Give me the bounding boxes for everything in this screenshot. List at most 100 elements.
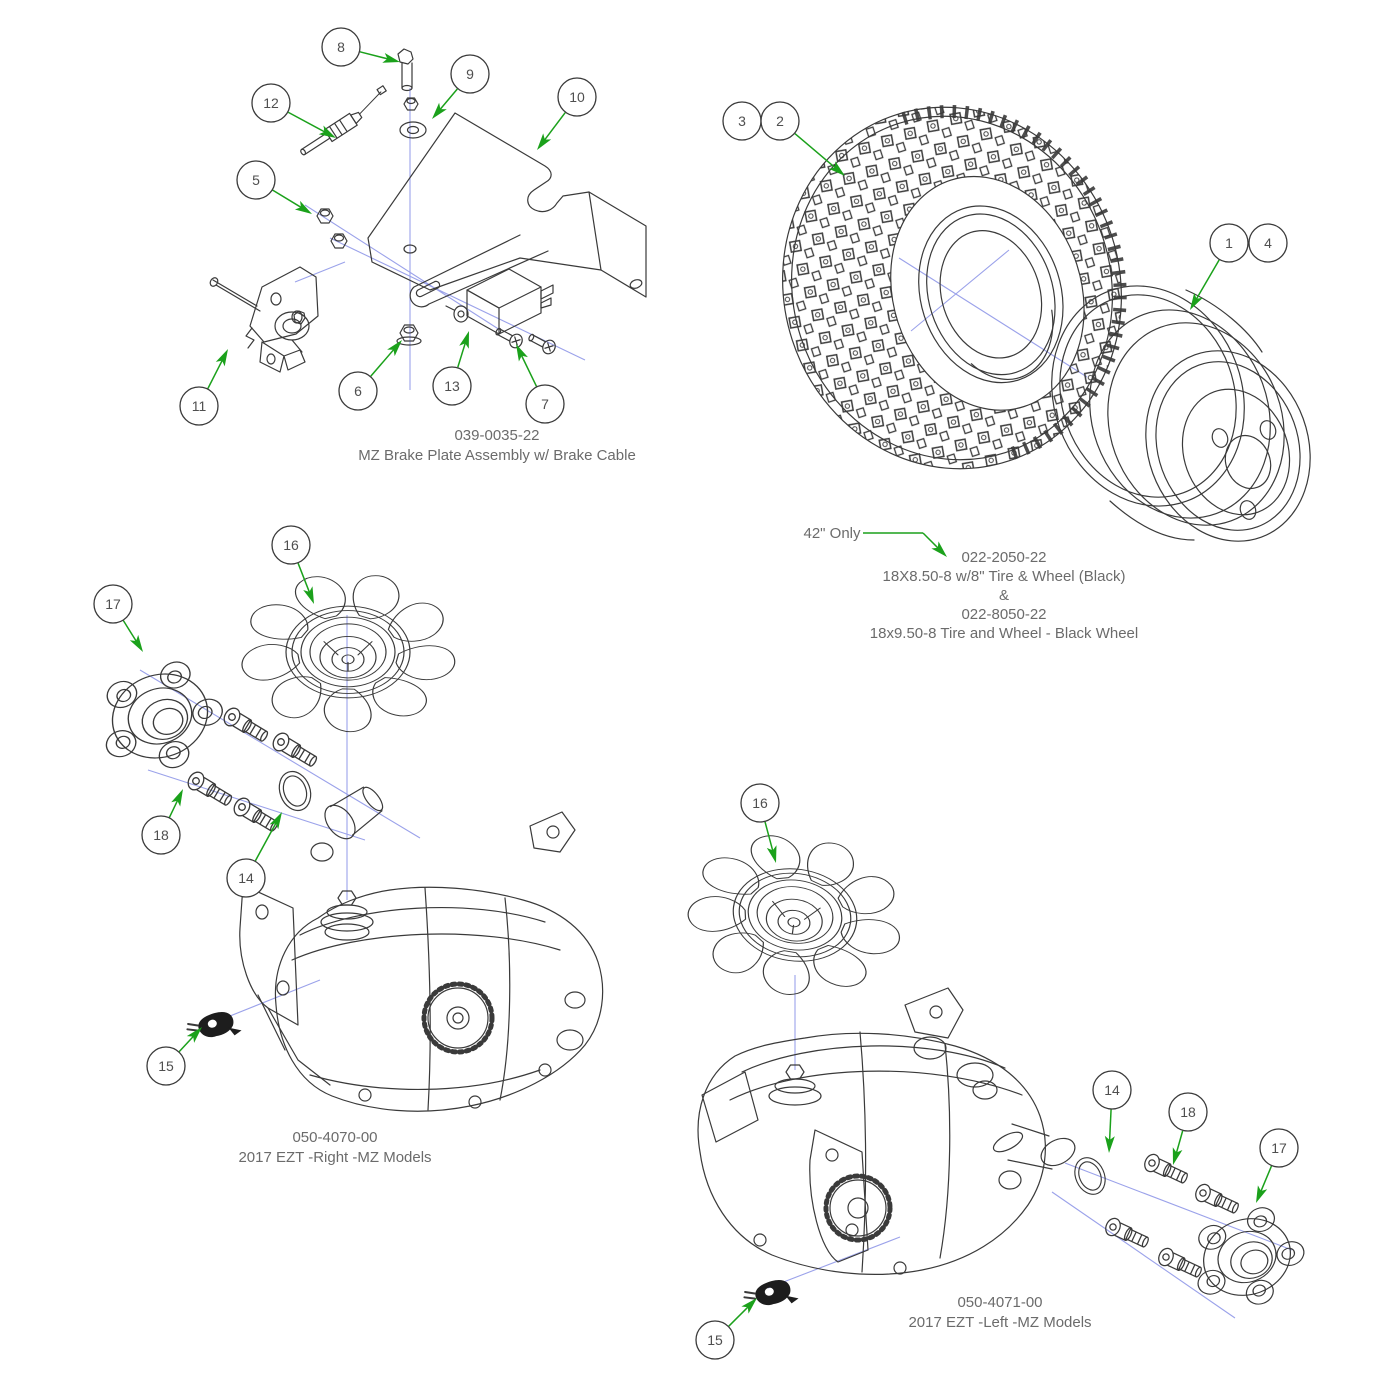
part-hub-bolt: [184, 768, 236, 811]
callout-number: 15: [707, 1332, 723, 1348]
construction-lines: [139, 615, 421, 1019]
callout-2: 2: [760, 101, 845, 176]
part-hub-bolt: [269, 729, 321, 772]
callout-number: 2: [776, 113, 784, 129]
callout-number: 14: [238, 870, 254, 886]
part-note: 18x9.50-8 Tire and Wheel - Black Wheel: [870, 625, 1138, 642]
part-hub-bolt: [220, 704, 272, 747]
callout-number: 17: [105, 596, 121, 612]
part-screws: [495, 327, 556, 355]
callout-10: 10: [537, 77, 597, 150]
part-transaxle-housing: [239, 786, 604, 1112]
part-pivot-assembly: [209, 266, 319, 373]
part-note: 022-8050-22: [961, 606, 1046, 623]
callout-17: 17: [1256, 1128, 1299, 1203]
callout-18: 18: [141, 789, 183, 855]
construction-lines: [767, 975, 1293, 1319]
part-brake-cable: [300, 85, 387, 156]
part-brake-plate: [367, 112, 647, 298]
callout-11: 11: [179, 349, 228, 426]
annotations-tire-wheel: 3 2 1 4 022-2050-22 18X8.50-8 w/8" Tire & Whe…: [722, 101, 1288, 642]
callout-1: 1: [1190, 223, 1249, 310]
callout-number: 18: [153, 827, 169, 843]
part-brake-lever: [409, 234, 549, 308]
callout-6: 6: [338, 340, 402, 411]
part-flange-nut: [396, 324, 422, 346]
part-oring: [273, 766, 317, 816]
callout-17: 17: [93, 584, 143, 652]
ezt-right-transaxle-drawing: [86, 570, 604, 1112]
callout-15: 15: [146, 1027, 202, 1086]
tire-wheel-drawing: [782, 105, 1311, 542]
part-wheel-rim: [1051, 285, 1311, 542]
part-caption: 2017 EZT -Right -MZ Models: [238, 1149, 431, 1166]
callout-number: 6: [354, 383, 362, 399]
part-transaxle-housing: [697, 987, 1076, 1275]
callout-7: 7: [516, 344, 565, 424]
callout-13: 13: [432, 331, 472, 406]
callout-16: 16: [271, 525, 314, 604]
callout-18: 18: [1168, 1092, 1208, 1165]
callout-number: 15: [158, 1058, 174, 1074]
part-clip: [184, 1006, 244, 1048]
part-wheel-hub: [1179, 1197, 1317, 1323]
callout-number: 16: [283, 537, 299, 553]
part-caption: MZ Brake Plate Assembly w/ Brake Cable: [358, 447, 636, 464]
annotations-ezt-left: 16 14 18 17 15 050-4071-00 2017 EZT -Left -MZ …: [695, 783, 1299, 1360]
part-wheel-hub: [86, 651, 237, 789]
callout-number: 11: [192, 398, 207, 414]
part-hub-bolt: [1141, 1151, 1191, 1188]
callout-number: 4: [1264, 235, 1272, 251]
part-caption: 050-4070-00: [292, 1129, 377, 1146]
callout-number: 8: [337, 39, 345, 55]
callout-12: 12: [251, 83, 336, 138]
callout-9: 9: [432, 54, 490, 119]
callout-number: 1: [1225, 235, 1233, 251]
construction-lines: [898, 249, 1088, 378]
callout-4: 4: [1248, 223, 1288, 263]
callout-number: 17: [1271, 1140, 1287, 1156]
callout-number: 9: [466, 66, 474, 82]
callout-number: 16: [752, 795, 768, 811]
part-note: 022-2050-22: [961, 549, 1046, 566]
callout-number: 13: [444, 378, 460, 394]
part-hub-bolt: [1102, 1215, 1152, 1252]
callout-8: 8: [321, 27, 400, 67]
callout-15: 15: [695, 1298, 757, 1360]
callout-number: 3: [738, 113, 746, 129]
part-hex-bolt: [397, 48, 414, 92]
part-caption: 050-4071-00: [957, 1294, 1042, 1311]
callout-number: 5: [252, 172, 260, 188]
callout-5: 5: [236, 160, 312, 214]
part-oring: [1068, 1152, 1112, 1200]
callout-number: 12: [263, 95, 279, 111]
part-caption: 039-0035-22: [454, 427, 539, 444]
part-caption: 2017 EZT -Left -MZ Models: [908, 1314, 1091, 1331]
ezt-left-transaxle-drawing: [674, 818, 1317, 1323]
annotations-ezt-right: 17 16 18 14 15 050-4070-00 2017 EZT -Right -MZ…: [93, 525, 432, 1166]
part-hub-bolt: [1192, 1181, 1242, 1218]
callout-14: 14: [226, 812, 282, 898]
callout-number: 14: [1104, 1082, 1120, 1098]
callout-number: 18: [1180, 1104, 1196, 1120]
callout-number: 7: [541, 396, 549, 412]
brake-plate-assembly-drawing: [209, 48, 647, 390]
part-fan: [238, 570, 460, 733]
part-fan: [674, 818, 917, 1011]
part-small-nut: [403, 97, 419, 111]
part-tire: [782, 105, 1127, 470]
part-hub-bolt: [1155, 1245, 1205, 1282]
part-switch: [445, 268, 554, 335]
size-label: 42" Only: [803, 525, 861, 542]
callout-number: 10: [569, 89, 585, 105]
part-note: &: [999, 587, 1009, 604]
part-washer: [399, 121, 427, 139]
callout-16: 16: [740, 783, 780, 863]
part-note: 18X8.50-8 w/8" Tire & Wheel (Black): [883, 568, 1126, 585]
callout-3: 3: [722, 101, 762, 141]
part-lock-nuts: [316, 208, 348, 249]
